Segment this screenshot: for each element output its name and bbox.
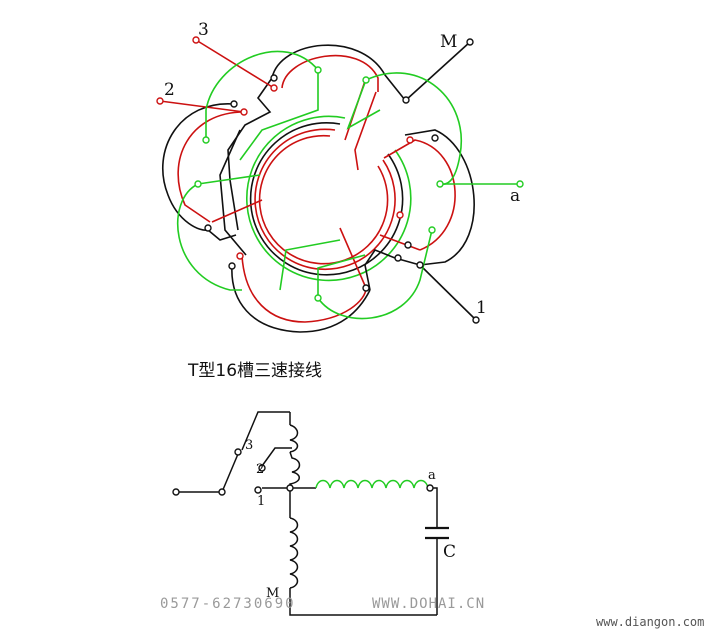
black-coil-group [162,41,477,333]
schematic-terminals [172,448,434,496]
terminal-label-2: 2 [164,80,175,100]
schematic-label-a: a [428,468,436,483]
main-winding-label: M [266,586,280,601]
schematic-label-3: 3 [245,438,254,453]
schematic [176,411,449,616]
capacitor-label: C [443,542,457,562]
red-coil-group [159,39,456,323]
stator-core [246,115,412,282]
terminal-label-a: a [510,186,521,206]
terminal-label-m: M [440,32,458,52]
terminal-dots [156,36,524,324]
green-coil-group [177,50,520,320]
terminal-label-1: 1 [476,298,487,318]
schematic-label-2: 2 [256,462,265,477]
schematic-label-1: 1 [257,494,266,509]
terminal-label-3: 3 [198,20,209,40]
watermark-site-dohai: WWW.DOHAI.CN [372,596,486,612]
watermark-site-diangon: www.diangon.com [596,615,705,629]
diagram-caption: T型16槽三速接线 [188,361,323,381]
watermark-phone: 0577-62730690 [160,596,296,612]
